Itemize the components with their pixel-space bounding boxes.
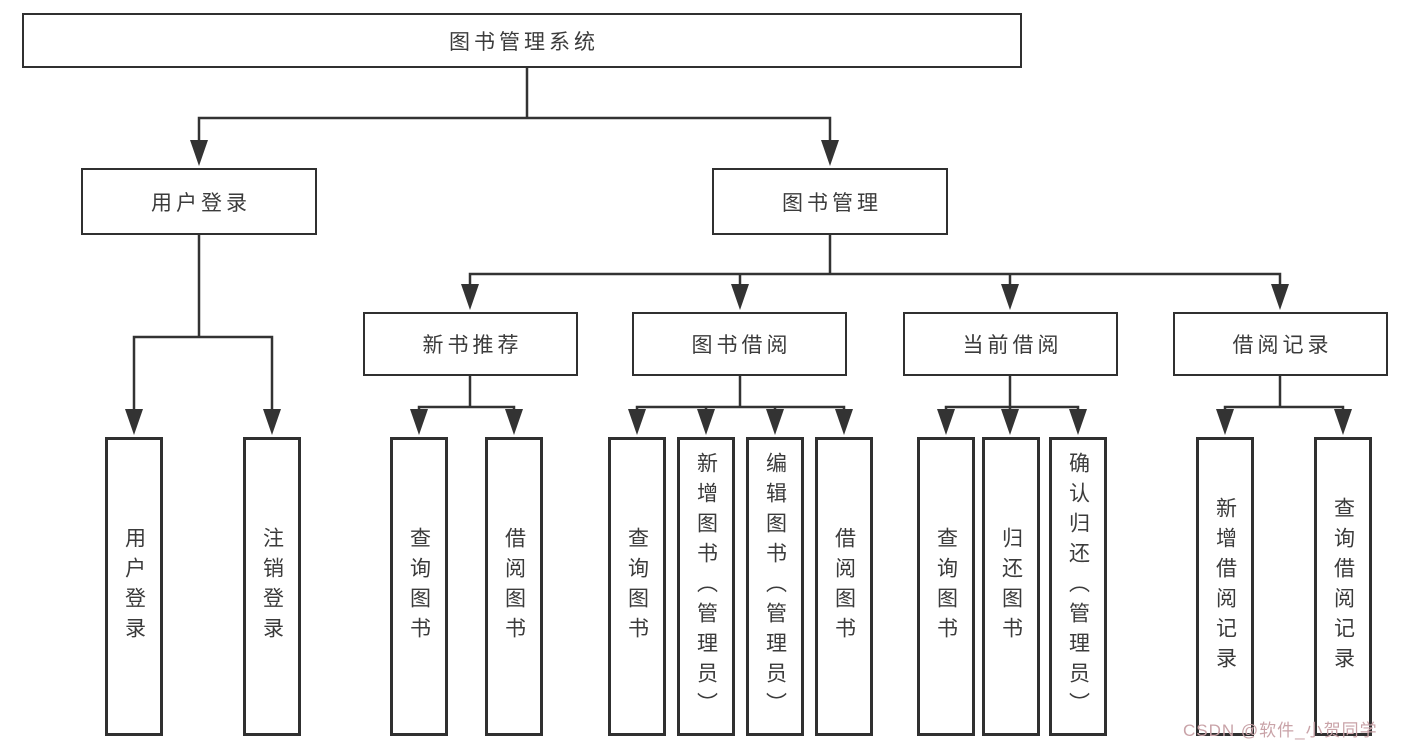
node-user-login: 用户登录 — [81, 168, 317, 235]
arrowhead-icon — [190, 140, 208, 166]
node-label: 新增图书（管理员） — [694, 451, 718, 722]
leaf-borrow-books: 借阅图书 — [815, 437, 873, 736]
connector-line — [417, 405, 516, 414]
node-label: 用户登录 — [122, 526, 146, 647]
node-label: 借阅记录 — [1232, 334, 1333, 357]
node-label: 借阅图书 — [502, 526, 526, 647]
node-label: 查询图书 — [407, 526, 431, 647]
node-label: 查询图书 — [934, 526, 958, 647]
leaf-query-borrow-record: 查询借阅记录 — [1314, 437, 1372, 736]
node-borrow-records: 借阅记录 — [1173, 312, 1388, 376]
leaf-query-books-recommend: 查询图书 — [390, 437, 448, 736]
node-label: 图书管理系统 — [449, 30, 599, 54]
arrowhead-icon — [697, 409, 715, 435]
arrowhead-icon — [1069, 409, 1087, 435]
leaf-query-books-current: 查询图书 — [917, 437, 975, 736]
leaf-edit-books-admin: 编辑图书（管理员） — [746, 437, 804, 736]
node-book-borrow: 图书借阅 — [632, 312, 847, 376]
leaf-borrow-books-recommend: 借阅图书 — [485, 437, 543, 736]
arrowhead-icon — [1001, 409, 1019, 435]
connector-line — [468, 272, 1282, 290]
node-label: 归还图书 — [999, 526, 1023, 647]
connector-line — [1223, 405, 1345, 414]
node-label: 查询图书 — [625, 526, 649, 647]
node-label: 编辑图书（管理员） — [763, 451, 787, 722]
arrowhead-icon — [628, 409, 646, 435]
arrowhead-icon — [766, 409, 784, 435]
node-current-borrow: 当前借阅 — [903, 312, 1118, 376]
node-book-management: 图书管理 — [712, 168, 948, 235]
node-label: 用户登录 — [151, 191, 251, 215]
node-label: 当前借阅 — [962, 334, 1063, 357]
arrowhead-icon — [731, 284, 749, 310]
node-label: 确认归还（管理员） — [1066, 451, 1090, 722]
node-new-book-recommend: 新书推荐 — [363, 312, 578, 376]
leaf-return-books: 归还图书 — [982, 437, 1040, 736]
node-label: 新增借阅记录 — [1213, 496, 1237, 677]
arrowhead-icon — [410, 409, 428, 435]
node-label: 借阅图书 — [832, 526, 856, 647]
node-label: 注销登录 — [260, 526, 284, 647]
node-label: 图书借阅 — [691, 334, 792, 357]
arrowhead-icon — [937, 409, 955, 435]
connector-line — [635, 405, 846, 414]
leaf-user-login: 用户登录 — [105, 437, 163, 736]
arrowhead-icon — [263, 409, 281, 435]
arrowhead-icon — [835, 409, 853, 435]
arrowhead-icon — [125, 409, 143, 435]
arrowhead-icon — [1216, 409, 1234, 435]
csdn-watermark: CSDN @软件_小贺同学 — [1183, 721, 1378, 740]
leaf-confirm-return-admin: 确认归还（管理员） — [1049, 437, 1107, 736]
node-root: 图书管理系统 — [22, 13, 1022, 68]
leaf-query-books-borrow: 查询图书 — [608, 437, 666, 736]
arrowhead-icon — [505, 409, 523, 435]
node-label: 新书推荐 — [422, 334, 523, 357]
node-label: 查询借阅记录 — [1331, 496, 1355, 677]
arrowhead-icon — [461, 284, 479, 310]
arrowhead-icon — [1271, 284, 1289, 310]
connector-line — [132, 335, 274, 414]
leaf-logout: 注销登录 — [243, 437, 301, 736]
arrowhead-icon — [1001, 284, 1019, 310]
connector-line — [197, 116, 832, 146]
node-label: 图书管理 — [782, 191, 882, 215]
leaf-add-books-admin: 新增图书（管理员） — [677, 437, 735, 736]
leaf-add-borrow-record: 新增借阅记录 — [1196, 437, 1254, 736]
arrowhead-icon — [1334, 409, 1352, 435]
arrowhead-icon — [821, 140, 839, 166]
